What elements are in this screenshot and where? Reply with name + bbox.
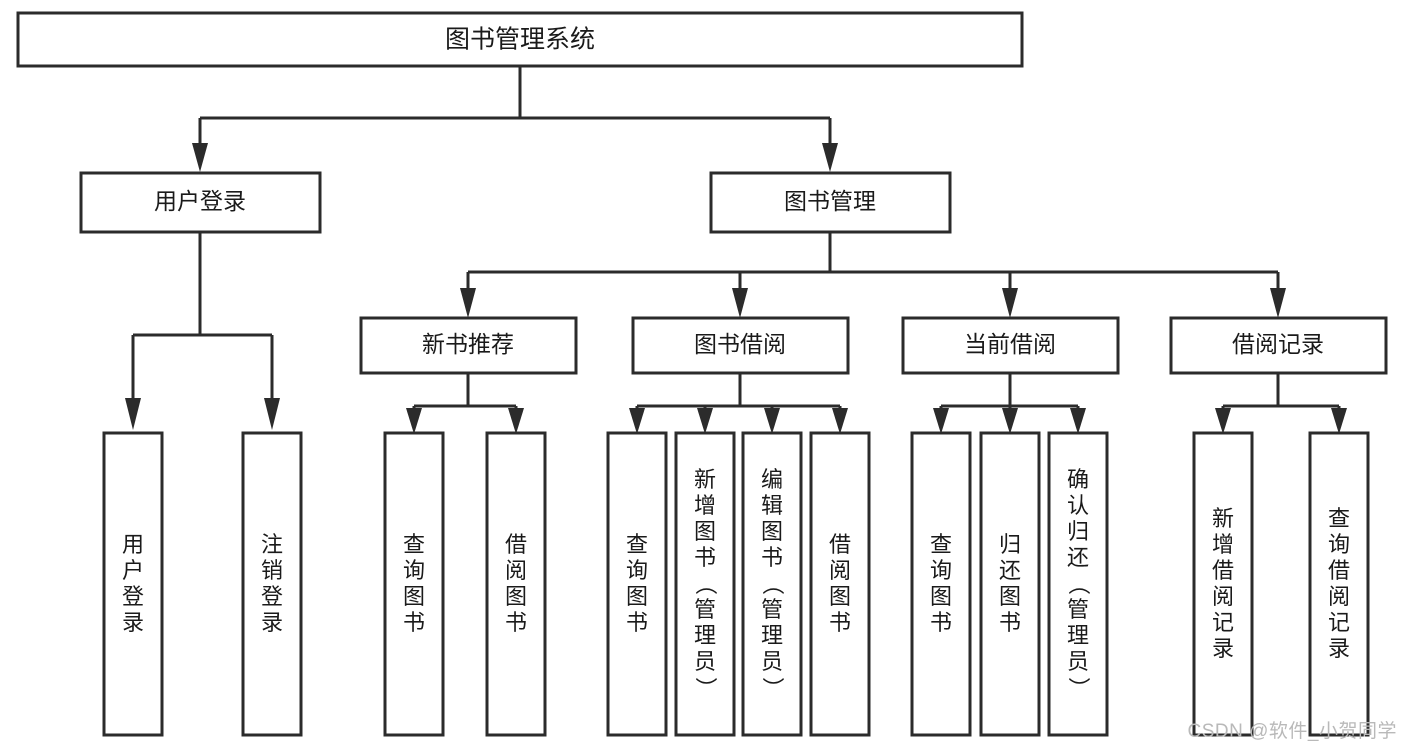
connector-new-book-to-leaves xyxy=(406,373,524,434)
node-new-book-recommend-label: 新书推荐 xyxy=(422,331,514,357)
node-current-borrow[interactable]: 当前借阅 xyxy=(901,316,1120,375)
leaf-box-query-book-1[interactable] xyxy=(383,431,445,737)
node-borrow-record-label: 借阅记录 xyxy=(1232,331,1324,357)
connector-book-mgmt-to-level3 xyxy=(460,232,1286,318)
connector-book-borrow-to-leaves xyxy=(629,373,848,434)
node-user-login-label: 用户登录 xyxy=(154,188,246,214)
leaf-box-query-book-2[interactable] xyxy=(606,431,668,737)
leaf-box-edit-book-admin[interactable] xyxy=(741,431,803,737)
node-borrow-record[interactable]: 借阅记录 xyxy=(1169,316,1388,375)
node-root-label: 图书管理系统 xyxy=(445,26,595,54)
node-book-borrow[interactable]: 图书借阅 xyxy=(631,316,850,375)
leaf-box-borrow-book-2[interactable] xyxy=(809,431,871,737)
leaf-box-confirm-return-admin[interactable] xyxy=(1047,431,1109,737)
leaf-box-user-login[interactable] xyxy=(102,431,164,737)
node-root[interactable]: 图书管理系统 xyxy=(16,11,1024,68)
connector-current-borrow-to-leaves xyxy=(933,373,1086,434)
leaf-box-query-book-3[interactable] xyxy=(910,431,972,737)
connector-user-login-to-leaves xyxy=(125,232,280,430)
leaf-box-return-book[interactable] xyxy=(979,431,1041,737)
node-book-management-label: 图书管理 xyxy=(784,188,876,214)
node-user-login[interactable]: 用户登录 xyxy=(79,171,322,234)
leaf-box-logout[interactable] xyxy=(241,431,303,737)
leaf-box-add-book-admin[interactable] xyxy=(674,431,736,737)
leaf-box-borrow-book-1[interactable] xyxy=(485,431,547,737)
leaf-box-add-borrow-record[interactable] xyxy=(1192,431,1254,737)
leaf-box-query-borrow-record[interactable] xyxy=(1308,431,1370,737)
watermark-text: CSDN @软件_小贺同学 xyxy=(1187,721,1397,742)
node-book-management[interactable]: 图书管理 xyxy=(709,171,952,234)
connector-borrow-record-to-leaves xyxy=(1215,373,1347,434)
leaf-boxes xyxy=(102,431,1370,737)
connector-root-to-level2 xyxy=(192,66,838,172)
node-book-borrow-label: 图书借阅 xyxy=(694,331,786,357)
node-current-borrow-label: 当前借阅 xyxy=(964,331,1056,357)
node-new-book-recommend[interactable]: 新书推荐 xyxy=(359,316,578,375)
